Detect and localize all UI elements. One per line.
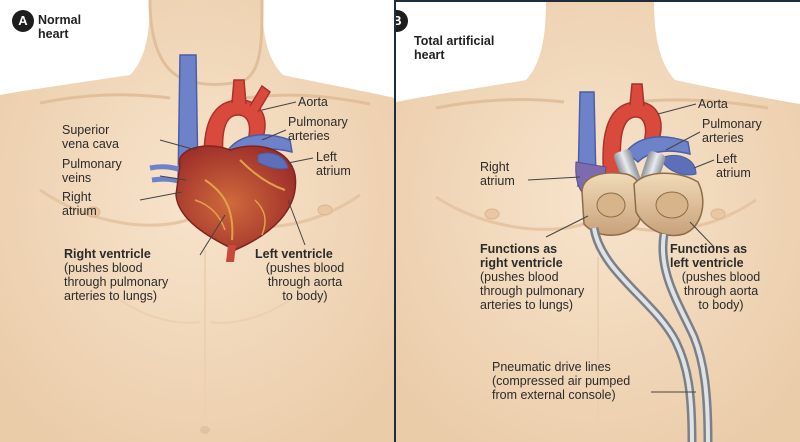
panel-b-title: Total artificial heart (414, 34, 494, 62)
label-pulmonary-veins: Pulmonary veins (62, 157, 122, 185)
label-b-right-function-desc: (pushes blood through pulmonary arteries… (480, 270, 584, 312)
label-left-ventricle-desc: (pushes blood through aorta to body) (255, 261, 355, 303)
label-b-left-atrium: Left atrium (716, 152, 751, 180)
label-b-aorta: Aorta (698, 97, 728, 111)
label-right-atrium: Right atrium (62, 190, 97, 218)
label-superior-vena-cava: Superior vena cava (62, 123, 119, 151)
label-left-atrium: Left atrium (316, 150, 351, 178)
label-right-ventricle-desc: (pushes blood through pulmonary arteries… (64, 261, 168, 303)
label-right-ventricle-title: Right ventricle (64, 247, 151, 261)
label-b-right-atrium: Right atrium (480, 160, 515, 188)
label-b-left-function-title: Functions as left ventricle (670, 242, 747, 270)
label-b-drive-lines: Pneumatic drive lines (compressed air pu… (492, 360, 630, 402)
panel-a-badge: A (12, 10, 34, 32)
label-left-ventricle-title: Left ventricle (255, 247, 333, 261)
panel-artificial-heart: B Total artificial heart Aorta Pulmonary… (394, 0, 800, 442)
label-b-right-function-title: Functions as right ventricle (480, 242, 563, 270)
label-b-left-function-desc: (pushes blood through aorta to body) (666, 270, 776, 312)
label-b-pulmonary-arteries: Pulmonary arteries (702, 117, 762, 145)
panel-normal-heart: A Normal heart Aorta Superior vena cava … (0, 0, 394, 442)
label-pulmonary-arteries: Pulmonary arteries (288, 115, 348, 143)
label-aorta: Aorta (298, 95, 328, 109)
normal-heart-illustration (0, 0, 394, 442)
panel-a-title: Normal heart (38, 13, 81, 41)
